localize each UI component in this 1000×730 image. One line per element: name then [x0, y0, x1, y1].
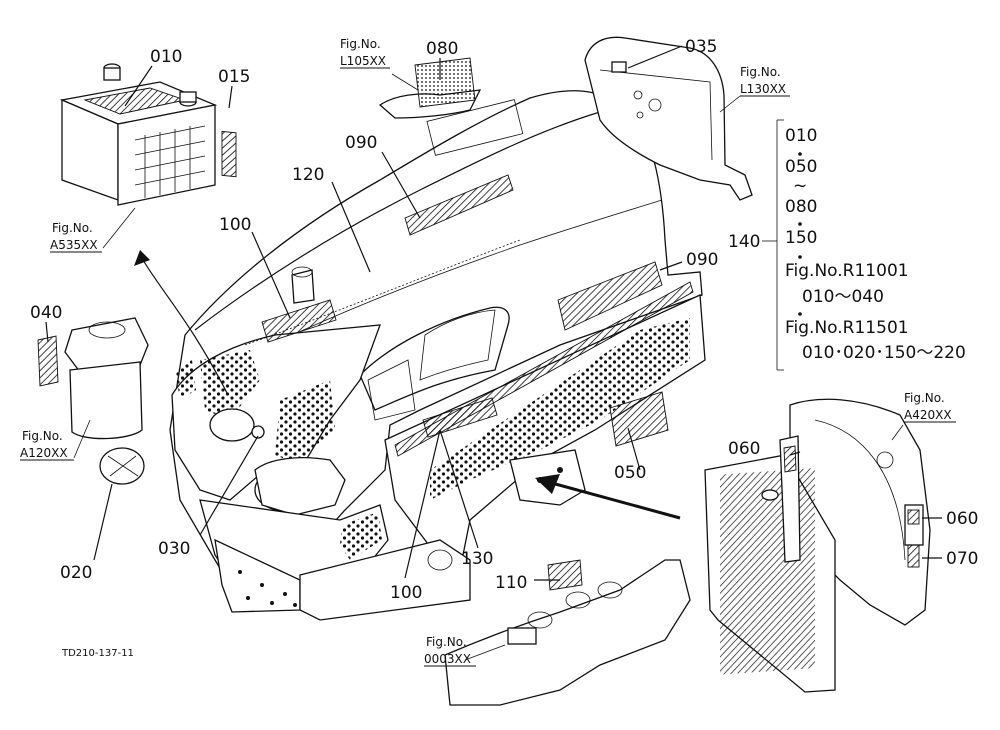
figref-l130-prefix: Fig.No. — [740, 65, 781, 79]
label-110 — [547, 559, 583, 591]
callout-090-side: 090 — [686, 250, 718, 270]
group140-line-2: 050 — [785, 157, 817, 177]
tractor-hood-body — [169, 90, 706, 621]
battery — [59, 63, 218, 206]
group140-line-4: 080 — [785, 197, 817, 217]
callout-035: 035 — [685, 37, 717, 57]
callout-030: 030 — [158, 539, 190, 559]
group140-ref1: Fig.No.R11001 — [785, 261, 909, 281]
group140-ref2-items: 010･020･150～220 — [802, 343, 966, 363]
figref-0003-prefix: Fig.No. — [426, 635, 467, 649]
callout-090-hood: 090 — [345, 133, 377, 153]
group140-line-5: 150 — [785, 228, 817, 248]
callout-100-hood: 100 — [219, 215, 251, 235]
label-100-side — [422, 397, 498, 438]
callout-070: 070 — [946, 549, 978, 569]
filler-cap — [99, 447, 145, 485]
label-015 — [221, 130, 237, 178]
callout-060-top: 060 — [728, 439, 760, 459]
callout-015: 015 — [218, 67, 250, 87]
figref-a535-prefix: Fig.No. — [52, 221, 93, 235]
callout-130: 130 — [461, 549, 493, 569]
group140-ref2: Fig.No.R11501 — [785, 318, 909, 338]
figref-l130-code: L130XX — [740, 82, 786, 96]
figref-l105-prefix: Fig.No. — [340, 37, 381, 51]
diagram-code: TD210-137-11 — [61, 648, 134, 659]
callout-100-side: 100 — [390, 583, 422, 603]
figref-a120-prefix: Fig.No. — [22, 429, 63, 443]
callout-110: 110 — [495, 573, 527, 593]
callout-120: 120 — [292, 165, 324, 185]
callout-080: 080 — [426, 39, 458, 59]
group140-line-3: ~ — [793, 176, 807, 196]
label-090-side — [557, 261, 663, 331]
group140-line-1: 010 — [785, 126, 817, 146]
fuel-filter — [37, 317, 149, 440]
callout-050: 050 — [614, 463, 646, 483]
group140-ref1-items: 010～040 — [802, 287, 884, 307]
figref-a535-code: A535XX — [50, 238, 98, 252]
engine-frame-bottom — [444, 559, 691, 706]
figref-a420-prefix: Fig.No. — [904, 391, 945, 405]
label-090-hood — [404, 174, 514, 236]
strip-120 — [244, 239, 521, 346]
side-panel-l130 — [584, 36, 753, 201]
label-050-side — [609, 391, 669, 447]
label-100-hood — [261, 299, 337, 343]
figref-l105-code: L105XX — [340, 54, 386, 68]
figref-a120-code: A120XX — [20, 446, 68, 460]
leader-lines — [45, 45, 942, 661]
callout-020: 020 — [60, 563, 92, 583]
callout-010: 010 — [150, 47, 182, 67]
radiator-assembly — [704, 398, 931, 693]
figref-a420-code: A420XX — [904, 408, 952, 422]
callout-040: 040 — [30, 303, 62, 323]
figref-0003-code: 0003XX — [424, 652, 471, 666]
callout-060-right: 060 — [946, 509, 978, 529]
callout-140: 140 — [728, 232, 760, 252]
top-plate-l105 — [378, 57, 482, 119]
